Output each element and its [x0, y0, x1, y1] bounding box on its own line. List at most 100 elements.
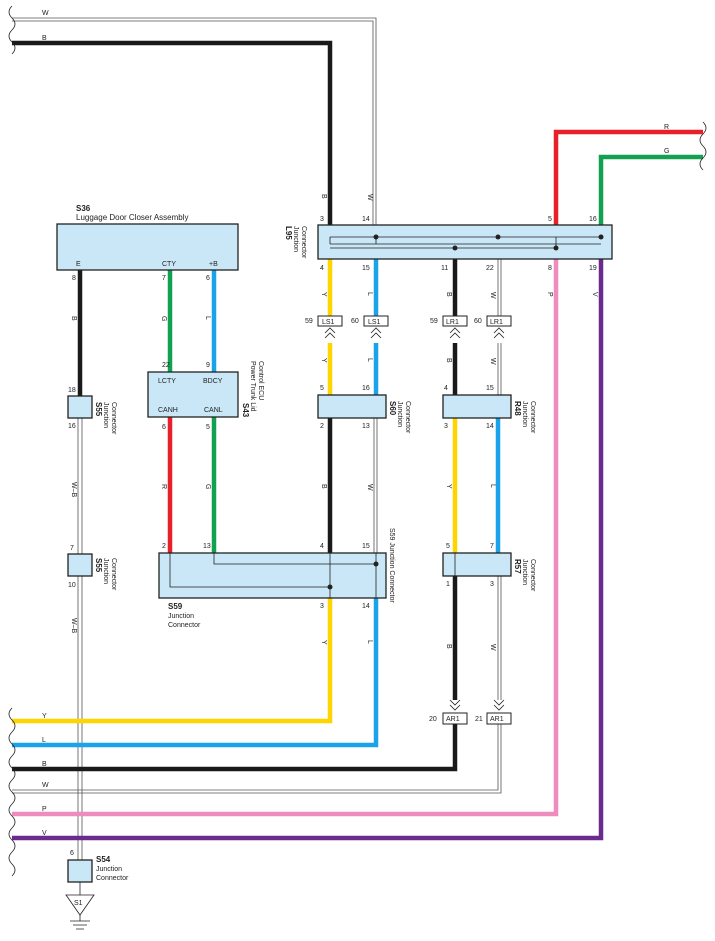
l95-id: L95	[284, 226, 293, 240]
wire-s59-l	[12, 598, 379, 748]
s60-junction-connector: 5 16 2 13 S60 Junction Connector	[317, 385, 411, 434]
svg-text:Power Trunk Lid: Power Trunk Lid	[249, 361, 256, 412]
svg-text:21: 21	[475, 716, 483, 723]
s59-side-label: S59 Junction Connector	[388, 528, 395, 603]
label-w-bottom: W	[42, 782, 49, 789]
svg-text:4: 4	[320, 265, 324, 272]
svg-text:L: L	[366, 358, 373, 362]
s59-junction-connector: 2 13 4 15 3 14 S59 Junction Connector S5…	[158, 528, 395, 629]
svg-text:LR1: LR1	[446, 319, 459, 326]
svg-text:W: W	[489, 644, 496, 651]
svg-text:7: 7	[490, 543, 494, 550]
s55-junction-connector-lower: 7 10 S55 Junction Connector	[67, 545, 117, 591]
svg-text:3: 3	[490, 581, 494, 588]
wire-s59-y	[12, 598, 333, 724]
svg-text:Junction: Junction	[168, 613, 194, 620]
s36-luggage-door-closer: S36 Luggage Door Closer Assembly E CTY +…	[56, 204, 239, 282]
svg-text:Junction: Junction	[102, 558, 109, 584]
s43-id: S43	[241, 403, 250, 418]
svg-text:S55: S55	[94, 558, 103, 573]
label-r-right: R	[664, 124, 669, 131]
svg-text:16: 16	[362, 385, 370, 392]
svg-text:LS1: LS1	[322, 319, 335, 326]
svg-text:Junction: Junction	[521, 401, 528, 427]
svg-text:Y: Y	[445, 484, 452, 489]
svg-text:S60: S60	[388, 401, 397, 416]
svg-text:14: 14	[362, 216, 370, 223]
svg-text:60: 60	[351, 318, 359, 325]
svg-text:16: 16	[68, 423, 76, 430]
svg-text:Connector: Connector	[529, 559, 536, 592]
s36-name: Luggage Door Closer Assembly	[76, 213, 189, 222]
svg-text:3: 3	[444, 423, 448, 430]
s43-pin-canl: CANL	[204, 407, 223, 414]
svg-text:22: 22	[162, 362, 170, 369]
svg-text:3: 3	[320, 216, 324, 223]
svg-text:6: 6	[206, 275, 210, 282]
label-b-bottom: B	[42, 761, 47, 768]
svg-text:Y: Y	[320, 292, 327, 297]
r57-junction-connector: 5 7 1 3 R57 Junction Connector	[442, 543, 536, 592]
wire-r-right	[553, 129, 703, 225]
svg-text:R48: R48	[513, 401, 522, 416]
svg-text:W: W	[489, 358, 496, 365]
break-marks	[8, 5, 707, 877]
svg-text:Y: Y	[320, 358, 327, 363]
svg-text:L: L	[489, 484, 496, 488]
ar1-connectors: 20 AR1 21 AR1	[429, 699, 512, 725]
svg-text:6: 6	[162, 424, 166, 431]
svg-text:Connector: Connector	[404, 401, 411, 434]
wire-g-right	[598, 154, 703, 225]
svg-text:AR1: AR1	[490, 716, 504, 723]
svg-text:L: L	[366, 292, 373, 296]
svg-text:13: 13	[203, 543, 211, 550]
svg-text:15: 15	[362, 543, 370, 550]
svg-text:Connector: Connector	[300, 226, 307, 259]
s43-power-trunk-lid-ecu: 22 9 LCTY BDCY CANH CANL 6 5 S43 Power T…	[147, 361, 264, 431]
wire-labels: W B R G Y L B W P V B W B G L Y L B W P …	[42, 10, 669, 837]
svg-text:59: 59	[305, 318, 313, 325]
svg-text:2: 2	[162, 543, 166, 550]
svg-text:19: 19	[589, 265, 597, 272]
svg-text:18: 18	[68, 387, 76, 394]
svg-text:Junction: Junction	[292, 226, 299, 252]
label-l-bottom: L	[42, 737, 46, 744]
svg-text:5: 5	[446, 543, 450, 550]
svg-text:LS1: LS1	[368, 319, 381, 326]
l95-junction-connector: 3 14 5 16 4 15 11 22 8 19 L95 Junction C…	[284, 216, 613, 272]
svg-text:B: B	[445, 292, 452, 297]
ar1-connector-b: 21 AR1	[475, 699, 512, 725]
s36-id: S36	[76, 204, 91, 213]
svg-text:Connector: Connector	[168, 622, 201, 629]
svg-text:B: B	[445, 358, 452, 363]
r48-junction-connector: 4 15 3 14 R48 Junction Connector	[442, 385, 536, 434]
label-b-top: B	[42, 35, 47, 42]
ground-id: S1	[74, 900, 83, 907]
svg-text:15: 15	[486, 385, 494, 392]
svg-text:Connector: Connector	[110, 558, 117, 591]
svg-text:G: G	[204, 484, 211, 489]
wire-ar1-w	[12, 724, 502, 794]
svg-text:G: G	[160, 316, 167, 321]
svg-text:8: 8	[72, 275, 76, 282]
svg-text:Connector: Connector	[96, 875, 129, 882]
ground-s1: S1	[65, 894, 95, 930]
s36-pin-cty: CTY	[162, 261, 176, 268]
label-p-bottom: P	[42, 806, 47, 813]
svg-text:60: 60	[474, 318, 482, 325]
lr1-connector-b: 60 LR1	[474, 315, 512, 339]
svg-text:8: 8	[548, 265, 552, 272]
wire-r57-w	[497, 576, 502, 700]
svg-text:Connector: Connector	[529, 401, 536, 434]
svg-text:B: B	[445, 644, 452, 649]
svg-text:3: 3	[320, 603, 324, 610]
svg-text:V: V	[591, 292, 598, 297]
svg-text:16: 16	[589, 216, 597, 223]
wire-s60-w	[373, 418, 378, 553]
svg-text:B: B	[320, 194, 327, 199]
svg-text:L: L	[366, 640, 373, 644]
svg-text:B: B	[70, 316, 77, 321]
svg-text:6: 6	[70, 850, 74, 857]
s43-pin-lcty: LCTY	[158, 378, 176, 385]
svg-text:S54: S54	[96, 855, 111, 864]
